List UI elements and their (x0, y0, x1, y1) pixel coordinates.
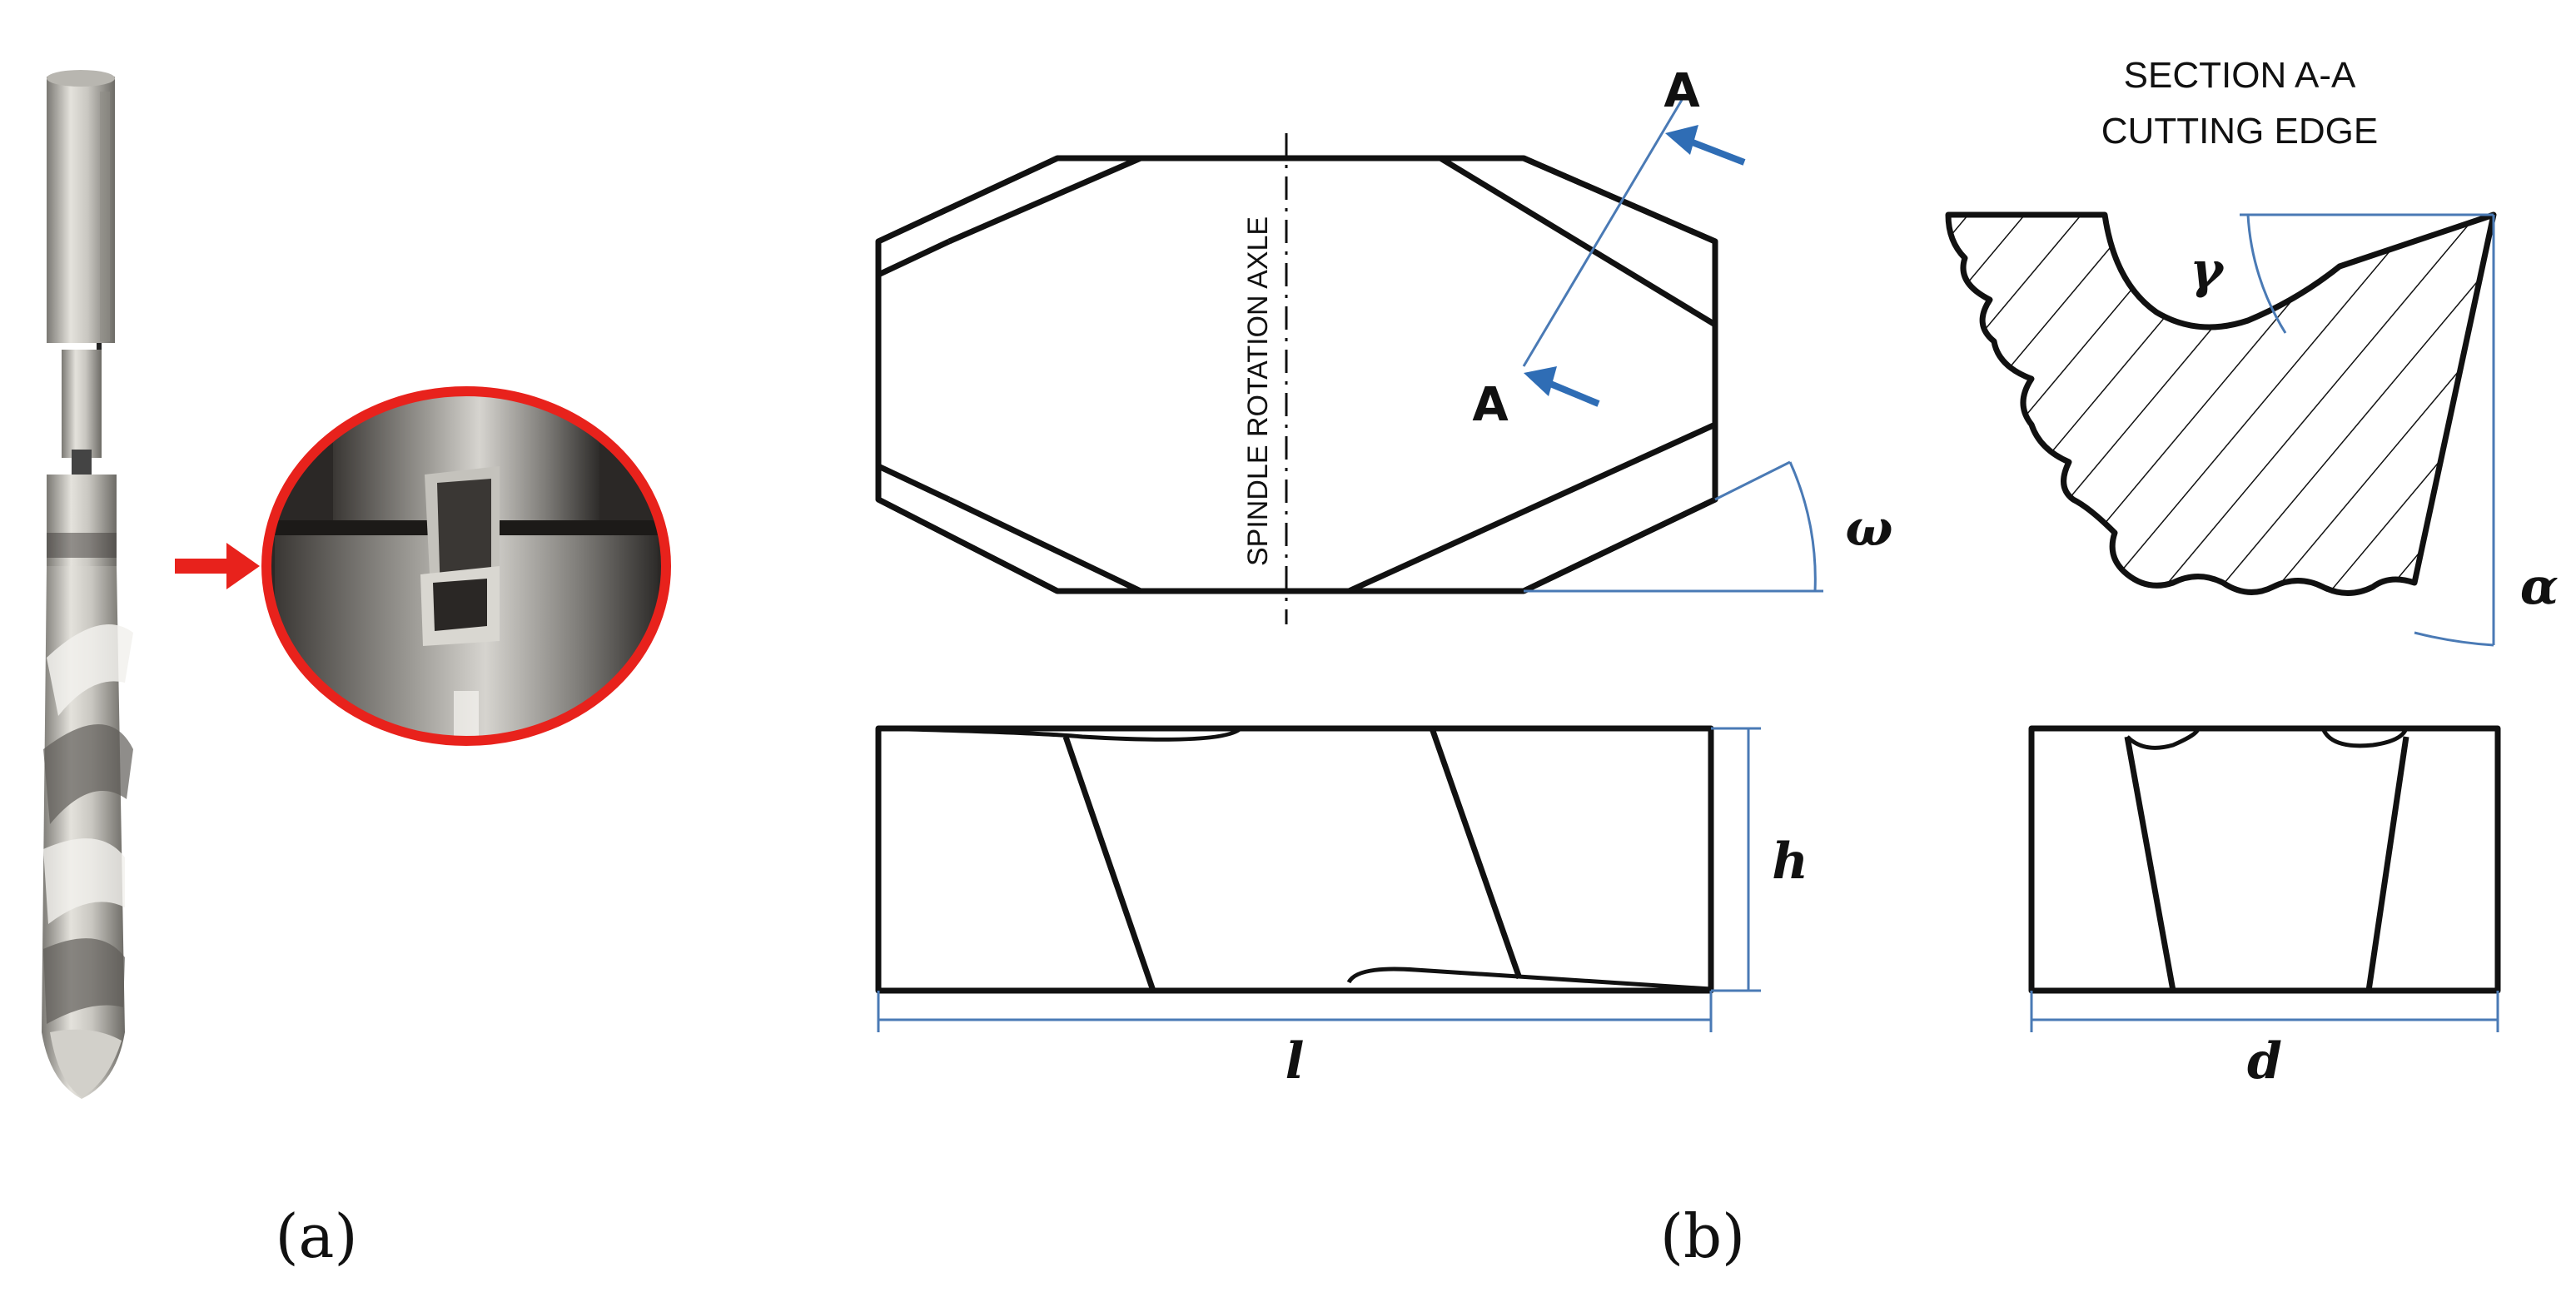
zoom-circle-border (261, 386, 671, 746)
axle-label: SPINDLE ROTATION AXLE (1242, 216, 1274, 566)
caption-a: (a) (275, 1201, 357, 1271)
insert-side-view (875, 725, 1714, 994)
angle-gamma-label: γ (2190, 241, 2225, 300)
drill-photo (42, 70, 133, 1099)
dimension-h (1711, 727, 1761, 992)
dim-l-label: l (1286, 1032, 1305, 1091)
blue-arrow-top-icon (1665, 125, 1746, 166)
caption-b: (b) (1660, 1201, 1745, 1271)
section-line (1522, 99, 1683, 367)
section-profile (1945, 211, 2497, 596)
omega-angle (1524, 460, 1823, 593)
red-arrow-icon (175, 543, 260, 589)
dim-h-label: h (1772, 832, 1808, 891)
dimension-l (877, 991, 1713, 1032)
insert-top-view (875, 155, 1718, 594)
dimension-d (2030, 991, 2499, 1032)
dim-d-label: d (2247, 1032, 2282, 1091)
insert-end-view (2028, 725, 2501, 994)
section-marker-top: A (1663, 64, 1700, 118)
section-angles (2240, 213, 2495, 647)
section-title-line2: CUTTING EDGE (2101, 111, 2378, 152)
angle-omega-label: ω (1845, 499, 1892, 558)
zoom-circle (261, 386, 671, 746)
blue-arrow-bottom-icon (1524, 366, 1600, 407)
section-marker-bottom: A (1472, 378, 1509, 432)
section-title-line1: SECTION A-A (2124, 55, 2356, 96)
angle-alpha-label: α (2520, 558, 2559, 616)
